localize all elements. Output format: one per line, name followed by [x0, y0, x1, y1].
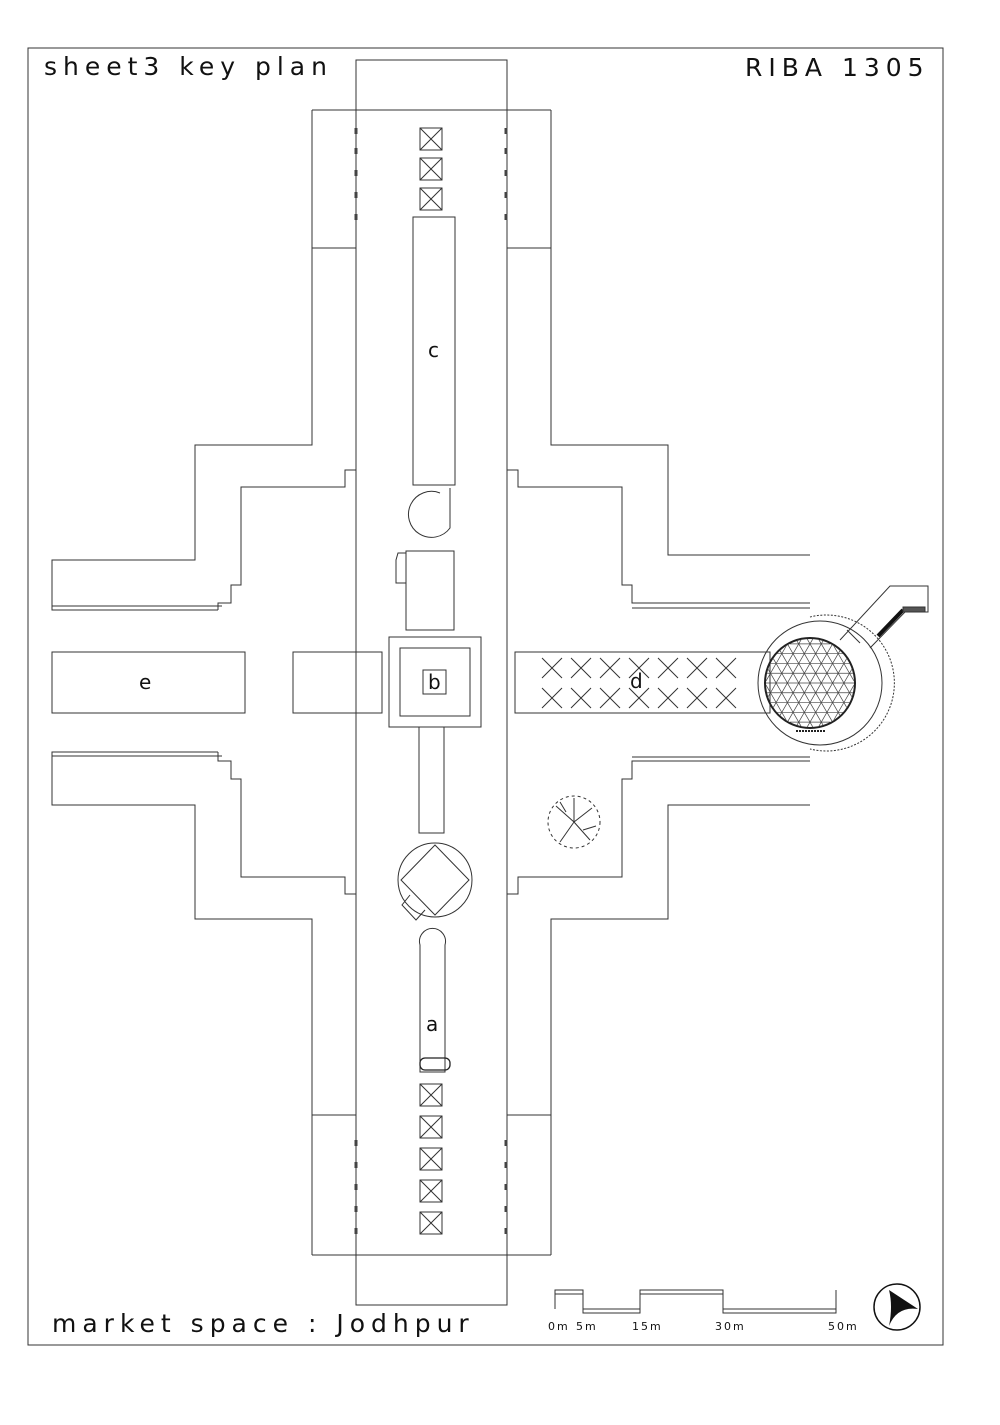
dome-strut [796, 650, 841, 726]
planter-cross [419, 187, 443, 211]
planter-box [419, 187, 443, 211]
zone-e-block [51, 651, 246, 714]
zone-label-c: c [428, 338, 439, 362]
tree-grid-cross [599, 657, 621, 679]
scale-tick-30: 30m [715, 1320, 746, 1333]
tree-grid-cross [628, 657, 650, 679]
planter-cross [419, 1179, 443, 1203]
zone-label-a: a [426, 1012, 438, 1036]
kiosk-ramp [395, 552, 406, 584]
tree-grid-cross [570, 687, 592, 709]
zone-b-core [422, 669, 447, 695]
planter-box [419, 127, 443, 151]
scale-bar [554, 1289, 837, 1314]
zone-b-inner [399, 647, 471, 717]
scale-tick-0: 0m [548, 1320, 570, 1333]
tree-grid-cross [715, 687, 737, 709]
dome-strut [779, 640, 824, 716]
planter-box [419, 1147, 443, 1171]
project-title: market space : Jodhpur [52, 1309, 475, 1338]
planter-cross [419, 1083, 443, 1107]
dome-strut [779, 650, 824, 726]
central-street-outline [355, 59, 508, 1306]
tree-grid-cross [715, 657, 737, 679]
planter-cross [419, 157, 443, 181]
dome-strut [787, 644, 833, 722]
north-arrow-icon [873, 1283, 921, 1331]
tree-grid-cross [599, 687, 621, 709]
tree-grid-cross [686, 657, 708, 679]
tree-grid-cross [686, 687, 708, 709]
scale-tick-15: 15m [632, 1320, 663, 1333]
zone-d-block [514, 651, 771, 714]
scale-tick-50: 50m [828, 1320, 859, 1333]
sheet-frame [27, 47, 944, 1346]
spiral-stair [408, 488, 451, 538]
dome-strut [767, 669, 802, 727]
sheet-title: sheet3 key plan [44, 52, 333, 81]
zone-label-b: b [428, 670, 441, 694]
scale-tick-5: 5m [576, 1320, 598, 1333]
tree-grid-cross [570, 657, 592, 679]
zone-c-block [412, 216, 456, 486]
dome-entrance-wing [839, 585, 929, 649]
planter-boxes-top [419, 127, 443, 211]
kiosk-block [405, 550, 455, 631]
planter-cross [419, 127, 443, 151]
planter-cross [419, 1147, 443, 1171]
planter-cross [419, 1115, 443, 1139]
dome-strut [818, 639, 853, 697]
zone-a-stair [419, 1057, 451, 1071]
reference-number: RIBA 1305 [745, 53, 930, 82]
dome-strut [818, 669, 853, 727]
planter-cross [419, 1211, 443, 1235]
tree-grid-cross [657, 657, 679, 679]
tree-grid-cross [657, 687, 679, 709]
dome-strut [765, 645, 787, 682]
block-west-of-b [292, 651, 383, 714]
planter-box [419, 157, 443, 181]
tree-grid-cross [541, 687, 563, 709]
stall-ticks [354, 128, 508, 1234]
dome-strut [773, 638, 814, 708]
planter-box [419, 1179, 443, 1203]
street-edges [51, 109, 810, 1256]
dome-strut [773, 658, 814, 728]
zone-label-d: d [630, 669, 643, 693]
tree-grid-cross [628, 687, 650, 709]
geodesic-dome-icon [757, 614, 895, 752]
tree-icon [547, 795, 601, 849]
planter-box [419, 1083, 443, 1107]
planter-box [419, 1211, 443, 1235]
dome-strut [765, 684, 787, 721]
planter-box [419, 1115, 443, 1139]
zone-label-e: e [139, 670, 151, 694]
block-south-of-b [418, 726, 445, 834]
planter-boxes-bottom [419, 1083, 443, 1235]
pavilion [397, 842, 473, 921]
dome-strut [796, 640, 841, 716]
zone-a-block [419, 928, 446, 1073]
tree-grid-cross [541, 657, 563, 679]
zone-d-crosses [541, 657, 737, 709]
dome-strut [767, 639, 802, 697]
